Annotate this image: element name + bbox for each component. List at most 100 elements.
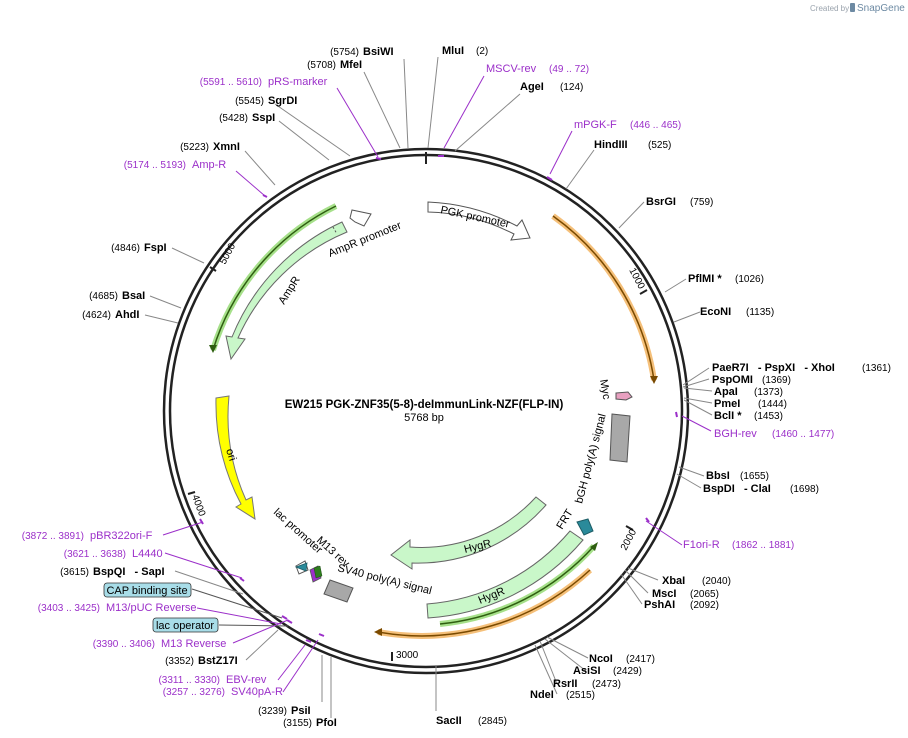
cap-binding-site-label: CAP binding site: [106, 585, 187, 597]
cap-binding-leader: [191, 588, 283, 619]
site-pfoi[interactable]: PfoI: [316, 717, 337, 729]
lac-promoter-label: lac promoter: [271, 506, 325, 556]
site-sgrdi[interactable]: SgrDI: [268, 95, 297, 107]
primer-pos-l4440: (3621 .. 3638): [64, 549, 126, 560]
orf-arc-bottom[interactable]: [377, 569, 591, 637]
site-xmni[interactable]: XmnI: [213, 141, 240, 153]
primer-pos-f1ori-r: (1862 .. 1881): [732, 540, 794, 551]
site-bsai[interactable]: BsaI: [122, 290, 145, 302]
backbone-outer-ring: [162, 147, 690, 675]
ampr-promoter-feature[interactable]: [349, 209, 372, 227]
primer-pos-amp-r: (5174 .. 5193): [124, 160, 186, 171]
primer-ebv-rev[interactable]: EBV-rev: [226, 674, 267, 686]
primer-marks: [199, 155, 678, 643]
cap-binding-marker: [294, 562, 308, 572]
site-pos-ndei: (2515): [566, 690, 595, 701]
primer-l4440[interactable]: L4440: [132, 548, 163, 560]
myc-feature[interactable]: [615, 391, 633, 401]
primer-amp-r[interactable]: Amp-R: [192, 159, 226, 171]
site-bstz17i[interactable]: BstZ17I: [198, 655, 238, 667]
site-apai[interactable]: ApaI: [714, 386, 738, 398]
tick-4000: [187, 491, 196, 495]
site-sacii[interactable]: SacII: [436, 715, 462, 727]
site-pos-hindiii: (525): [648, 140, 671, 151]
pgk-promoter-label: PGK promoter: [439, 204, 511, 230]
lac-operator-marker: [313, 565, 323, 579]
site-pos-bsai: (4685): [89, 291, 118, 302]
site-pshai[interactable]: PshAI: [644, 599, 675, 611]
primer-pos-ebv-rev: (3311 .. 3330): [158, 675, 220, 686]
site-bcli[interactable]: BclI *: [714, 410, 742, 422]
site-hindiii[interactable]: HindIII: [594, 139, 628, 151]
site-pos-xmni: (5223): [180, 142, 209, 153]
hygr-feature-upper[interactable]: [390, 496, 547, 570]
pgk-promoter-feature[interactable]: [427, 201, 531, 241]
site-pos-bcli: (1453): [754, 411, 783, 422]
site-bsiwi[interactable]: BsiWI: [363, 46, 394, 58]
site-pmei[interactable]: PmeI: [714, 398, 740, 410]
site-xbai[interactable]: XbaI: [662, 575, 685, 587]
site-ahdi[interactable]: AhdI: [115, 309, 139, 321]
ampr-junction: [332, 226, 338, 235]
site-mlui[interactable]: MluI: [442, 45, 464, 57]
site-mfei[interactable]: MfeI: [340, 59, 362, 71]
site-bsrgi[interactable]: BsrGI: [646, 196, 676, 208]
site-fspi[interactable]: FspI: [144, 242, 167, 254]
orf-arc-green-left[interactable]: [212, 205, 337, 351]
cap-binding-site-box[interactable]: [103, 582, 192, 598]
orf-arc-right[interactable]: [552, 215, 655, 381]
primer-pos-bgh-rev: (1460 .. 1477): [772, 429, 834, 440]
site-pos-pmei: (1444): [758, 399, 787, 410]
site-pos-bspqi-sapi: (3615): [60, 567, 89, 578]
primer-mpgk-f[interactable]: mPGK-F: [574, 119, 617, 131]
site-pos-pshai: (2092): [690, 600, 719, 611]
site-msci[interactable]: MscI: [652, 588, 676, 600]
site-pos-msci: (2065): [690, 589, 719, 600]
hygr-feature-lower[interactable]: [426, 530, 584, 619]
site-pspomi[interactable]: PspOMI: [712, 374, 753, 386]
site-pos-ahdi: (4624): [82, 310, 111, 321]
lac-operator-label: lac operator: [156, 620, 214, 632]
bgh-polya-feature[interactable]: [609, 413, 631, 463]
tick-label-5000: 5000: [218, 241, 238, 266]
site-pos-mfei: (5708): [307, 60, 336, 71]
site-psii[interactable]: PsiI: [291, 705, 311, 717]
primer-f1ori-r[interactable]: F1ori-R: [683, 539, 720, 551]
site-pos-bsiwi: (5754): [330, 47, 359, 58]
site-pos-apai: (1373): [754, 387, 783, 398]
sv40-polya-feature[interactable]: [323, 579, 354, 603]
orf-arc-green-bottom[interactable]: [439, 545, 595, 625]
lac-operator-box[interactable]: [152, 617, 219, 633]
site-ndei[interactable]: NdeI: [530, 689, 554, 701]
primer-m13-reverse[interactable]: M13 Reverse: [161, 638, 226, 650]
primer-pos-prs-marker: (5591 .. 5610): [200, 77, 262, 88]
watermark-created-by: Created by: [810, 4, 849, 13]
site-pflmi[interactable]: PflMI *: [688, 273, 722, 285]
primer-prs-marker[interactable]: pRS-marker: [268, 76, 328, 88]
site-pos-bstz17i: (3352): [165, 656, 194, 667]
site-asisi[interactable]: AsiSI: [573, 665, 601, 677]
site-bspdi-clai[interactable]: BspDI - ClaI: [703, 483, 771, 495]
primer-m13-puc-reverse[interactable]: M13/pUC Reverse: [106, 602, 196, 614]
ori-feature[interactable]: [215, 395, 256, 520]
site-sspi[interactable]: SspI: [252, 112, 275, 124]
primer-pbr322ori-f[interactable]: pBR322ori-F: [90, 530, 153, 542]
site-ncoi[interactable]: NcoI: [589, 653, 613, 665]
tick-2000: [625, 525, 634, 531]
ampr-feature[interactable]: [225, 221, 348, 361]
frt-feature[interactable]: [576, 518, 594, 536]
site-pos-sacii: (2845): [478, 716, 507, 727]
primer-bgh-rev[interactable]: BGH-rev: [714, 428, 757, 440]
site-pos-bspdi-clai: (1698): [790, 484, 819, 495]
primer-mscv-rev[interactable]: MSCV-rev: [486, 63, 537, 75]
myc-label: Myc: [597, 378, 612, 400]
site-rsrii[interactable]: RsrII: [553, 678, 577, 690]
site-bspqi-sapi[interactable]: BspQI - SapI: [93, 566, 165, 578]
site-agei[interactable]: AgeI: [520, 81, 544, 93]
site-paer7i-pspxi-xhoi[interactable]: PaeR7I - PspXI - XhoI: [712, 362, 835, 374]
site-bbsi[interactable]: BbsI: [706, 470, 730, 482]
site-pos-bbsi: (1655): [740, 471, 769, 482]
primer-sv40pa-r[interactable]: SV40pA-R: [231, 686, 283, 698]
orf-arc-right-arrowhead: [650, 376, 658, 384]
site-econi[interactable]: EcoNI: [700, 306, 731, 318]
